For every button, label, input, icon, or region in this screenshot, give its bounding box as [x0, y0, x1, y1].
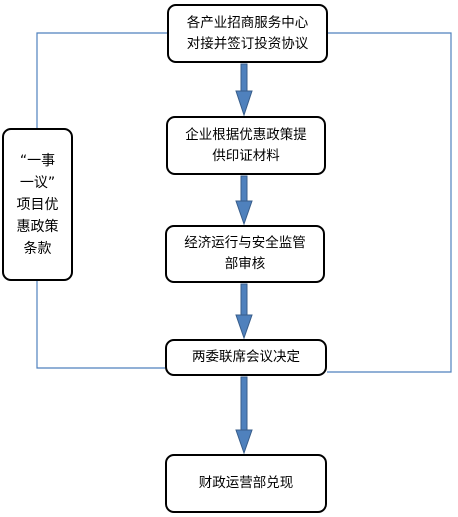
- side-note-line-1: “一事: [19, 152, 56, 169]
- step-review-box: 经济运行与安全监管 部审核: [165, 225, 325, 283]
- step-3-line-2: 部审核: [224, 256, 266, 272]
- right-loop-connector: [327, 32, 452, 373]
- side-note-line-3: 项目优: [16, 196, 59, 213]
- step-1-line-1: 各产业招商服务中心: [186, 14, 309, 31]
- side-note-line-5: 条款: [23, 240, 52, 257]
- step-2-line-2: 供印证材料: [212, 147, 280, 164]
- arrow-step1-to-step2: [235, 63, 253, 117]
- left-connector-top: [36, 32, 167, 128]
- arrow-step2-to-step3: [235, 175, 253, 226]
- step-2-line-1: 企业根据优惠政策提: [185, 126, 307, 143]
- side-note-line-2: 一议”: [19, 174, 56, 191]
- step-4-line-1: 两委联席会议决定: [192, 349, 300, 365]
- left-connector-bottom: [36, 281, 165, 369]
- step-finance-payout-box: 财政运营部兑现: [165, 454, 327, 513]
- side-note-line-4: 惠政策: [16, 218, 59, 235]
- arrow-step3-to-step4: [235, 283, 253, 340]
- step-1-line-2: 对接并签订投资协议: [186, 35, 309, 52]
- step-joint-meeting-box: 两委联席会议决定: [165, 339, 327, 376]
- arrow-step4-to-step5: [235, 376, 253, 455]
- step-provide-materials-box: 企业根据优惠政策提 供印证材料: [166, 116, 326, 175]
- side-policy-note-box: “一事 一议” 项目优 惠政策 条款: [2, 128, 73, 281]
- step-sign-agreement-box: 各产业招商服务中心 对接并签订投资协议: [167, 4, 328, 63]
- step-5-line-1: 财政运营部兑现: [198, 475, 294, 491]
- step-3-line-1: 经济运行与安全监管: [184, 235, 306, 251]
